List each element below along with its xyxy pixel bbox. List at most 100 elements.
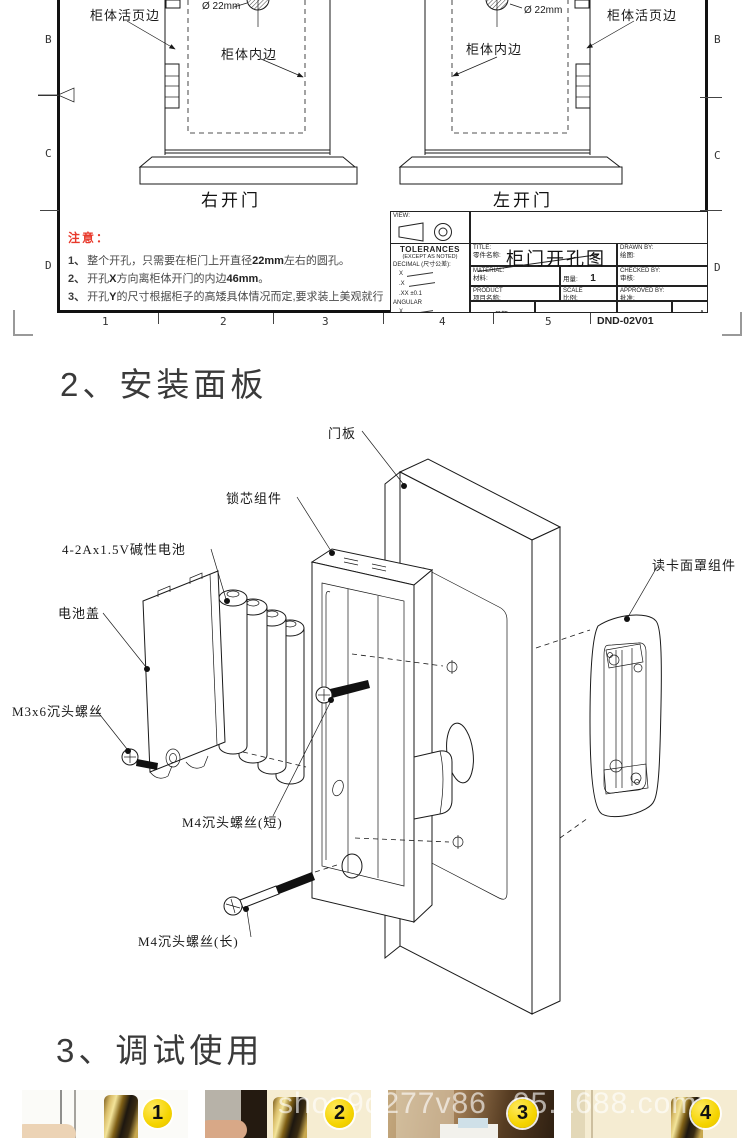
checked-by-label: CHECKED BY: xyxy=(620,268,661,274)
section2-heading: 2、安装面板 xyxy=(60,366,268,403)
hole-diameter-label: Ø 22mm xyxy=(524,5,563,16)
part-number-label: PART NUMBER xyxy=(620,312,663,313)
note-item: 2、开孔X方向离柜体开门的内边46mm。 xyxy=(68,273,270,285)
border-tick xyxy=(40,210,59,211)
section3-heading: 3、调试使用 xyxy=(56,1032,264,1069)
approved-by-label: APPROVED BY: xyxy=(620,288,665,294)
note-item: 1、整个开孔，只需要在柜门上开直径22mm左右的圆孔。 xyxy=(68,255,350,267)
lock-core-label: 锁芯组件 xyxy=(226,491,283,506)
material-label-cn: 材料: xyxy=(473,275,488,282)
titleblock-drawn-cell: DRAWN BY: 绘图: xyxy=(617,243,708,266)
drawing-notes: 注意： 1、整个开孔，只需要在柜门上开直径22mm左右的圆孔。 2、开孔X方向离柜… xyxy=(68,229,388,306)
product-label: PRODUCT xyxy=(473,288,503,294)
titleblock-material-cell: MATERIAL: 材料: xyxy=(470,266,560,286)
sheet-id: DND-02V01 xyxy=(597,315,654,327)
scale-label: SCALE xyxy=(563,288,583,294)
right-open-door-view xyxy=(126,0,358,185)
inner-edge-label: 柜体内边 xyxy=(221,47,278,62)
titleblock-drawing-number-cell: DRAWING NUMBER: 图纸编号: xyxy=(535,301,617,313)
rev-label: REV: xyxy=(675,312,689,313)
hole-diameter-label: Ø 22mm xyxy=(202,1,241,12)
decimal-row: X xyxy=(393,267,467,279)
drawn-by-label-cn: 绘图: xyxy=(620,252,635,259)
inner-edge-label: 柜体内边 xyxy=(466,42,523,57)
step-badge-4: 4 xyxy=(691,1099,720,1128)
title-label: TITLE: xyxy=(473,245,492,251)
notes-title: 注意： xyxy=(68,231,111,245)
drawing-sheet-frame xyxy=(57,0,708,313)
border-tick xyxy=(700,210,722,211)
drawn-by-label: DRAWN BY: xyxy=(620,245,654,251)
scale-tick xyxy=(493,313,494,324)
scale-tick xyxy=(273,313,274,324)
titleblock-title-cell: TITLE: 零件名称: xyxy=(470,243,617,266)
tolerances-sub-label: (EXCEPT AS NOTED) xyxy=(402,254,458,260)
m4-short-screw-label: M4沉头螺丝(短) xyxy=(182,815,283,830)
label-leaders xyxy=(96,430,658,938)
watermark-left: shop9o277v86 xyxy=(278,1087,487,1120)
hinge-edge-label: 柜体活页边 xyxy=(607,8,678,23)
date-label: DATE: xyxy=(473,312,490,313)
border-tick xyxy=(38,95,59,96)
titleblock-product-cell: PRODUCT 项目名称: xyxy=(470,286,560,301)
sheet-corner-mark xyxy=(722,312,742,336)
product-label-cn: 项目名称: xyxy=(473,295,501,301)
decimal-label: DECIMAL (尺寸公差): xyxy=(393,262,451,268)
qty-value: 1 xyxy=(590,273,596,284)
reader-cover-label: 读卡面罩组件 xyxy=(652,558,737,573)
card-reader-cover xyxy=(589,614,662,818)
approved-by-label-cn: 批准: xyxy=(620,295,635,301)
m4-long-screw xyxy=(223,872,315,916)
step-badge-1: 1 xyxy=(143,1099,172,1128)
battery-label: 4-2Ax1.5V碱性电池 xyxy=(62,542,186,557)
titleblock-tolerances-cell: TOLERANCES (EXCEPT AS NOTED) DECIMAL (尺寸… xyxy=(390,243,470,313)
batteries xyxy=(218,589,305,785)
scale-tick xyxy=(590,313,591,324)
grid-letter: D xyxy=(714,261,721,274)
qty-label: 用量: xyxy=(563,276,578,283)
decimal-row: .XX ±0.1 xyxy=(399,291,422,297)
tolerances-label: TOLERANCES xyxy=(400,245,460,254)
titleblock-view-cell: VIEW: xyxy=(390,211,470,244)
titleblock-empty-cell xyxy=(470,211,708,244)
titleblock-checked-cell: CHECKED BY: 审核: xyxy=(617,266,708,286)
border-tick xyxy=(700,97,722,98)
m4-long-screw-label: M4沉头螺丝(长) xyxy=(138,934,239,949)
material-label: MATERIAL: xyxy=(473,268,505,274)
grid-number: 4 xyxy=(439,315,446,328)
lock-core-assembly xyxy=(310,548,453,924)
grid-number: 3 xyxy=(322,315,329,328)
left-open-door-caption: 左开门 xyxy=(493,191,553,210)
grid-number: 5 xyxy=(545,315,552,328)
decimal-row: .X xyxy=(393,277,467,289)
scale-label-cn: 比例: xyxy=(563,295,578,301)
sheet-corner-mark xyxy=(13,310,33,336)
grid-number: 2 xyxy=(220,315,227,328)
exploded-assembly-drawing xyxy=(96,430,662,1015)
battery-cover xyxy=(142,570,226,779)
step-badge-2: 2 xyxy=(325,1099,354,1128)
grid-letter: B xyxy=(714,33,721,46)
left-open-door-view xyxy=(398,0,635,185)
step-badge-3: 3 xyxy=(508,1099,537,1128)
title-label-cn: 零件名称: xyxy=(473,252,501,259)
angular-label: ANGULAR xyxy=(393,300,423,306)
grid-letter: C xyxy=(714,149,721,162)
projection-symbol-icon xyxy=(398,222,452,242)
door-panel-label: 门板 xyxy=(328,426,357,441)
right-open-door-caption: 右开门 xyxy=(201,191,261,210)
checked-by-label-cn: 审核: xyxy=(620,275,635,282)
scale-tick xyxy=(383,313,384,324)
centering-arrow xyxy=(38,87,75,103)
note-item: 3、开孔Y的尺寸根据柜子的高矮具体情况而定,要求装上美观就行 xyxy=(68,291,384,303)
drawing-number-label: DRAWING NUMBER: xyxy=(538,312,596,313)
door-views-drawing xyxy=(38,0,635,185)
drawing-title: 柜门开孔图 xyxy=(506,249,606,269)
angular-row: X xyxy=(393,305,467,312)
rev-value: A xyxy=(699,309,704,312)
grid-number: 1 xyxy=(102,315,109,328)
view-label: VIEW: xyxy=(393,213,410,219)
titleblock-rev-cell: REV: A xyxy=(672,301,708,313)
